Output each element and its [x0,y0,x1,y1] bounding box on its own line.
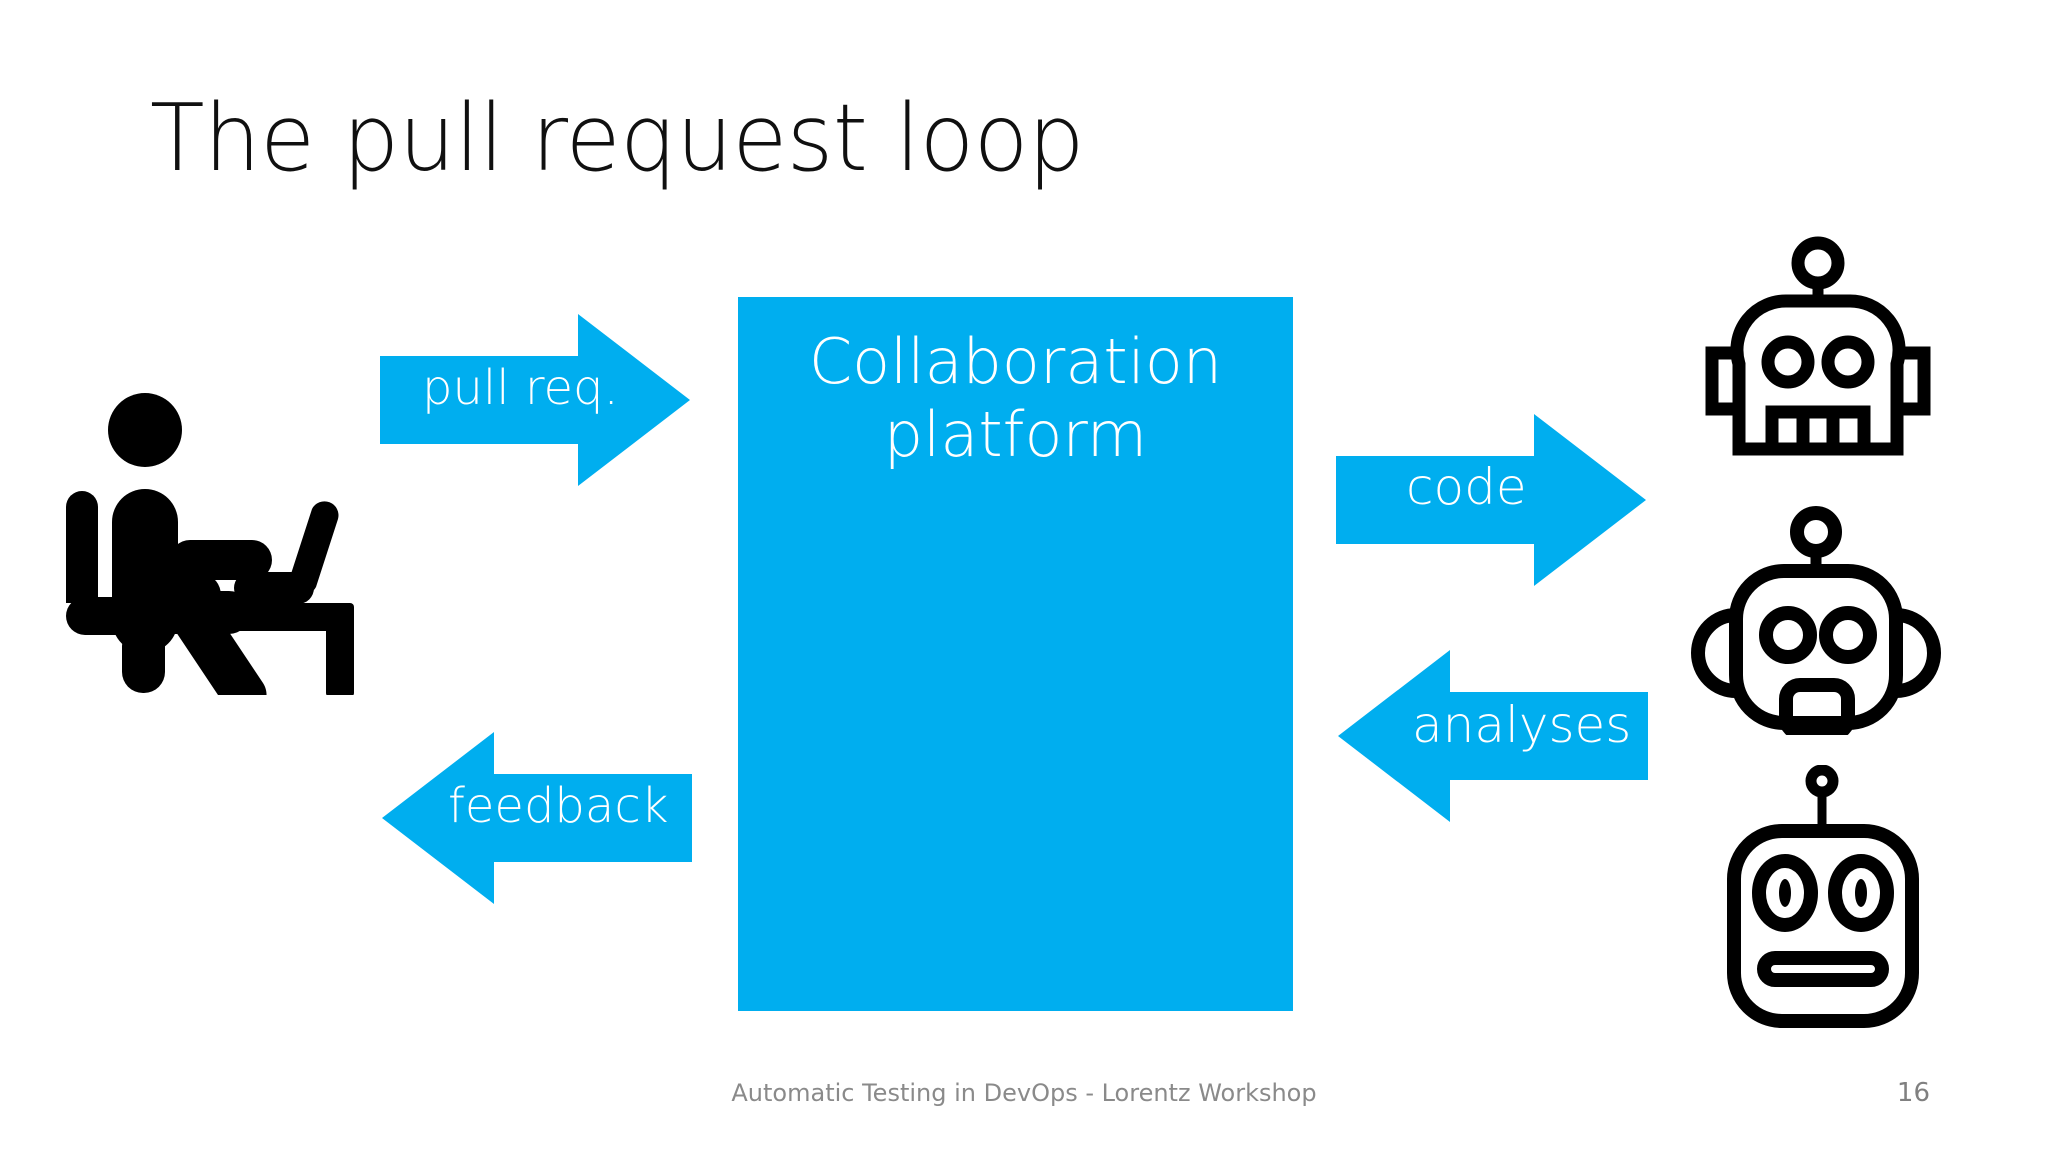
arrow-pull-request: pull req. [380,312,692,488]
collaboration-platform-box: Collaboration platform [738,297,1293,1011]
slide-page-number: 16 [1896,1078,1930,1108]
robot-head-teeth-icon [1700,235,1936,460]
arrow-analyses: analyses [1336,648,1648,824]
arrow-code: code [1336,412,1648,588]
arrow-feedback: feedback [380,730,692,906]
arrow-label-analyses: analyses [1412,696,1632,754]
collaboration-platform-label: Collaboration platform [808,325,1223,472]
person-at-laptop-icon [60,385,360,695]
arrow-label-pull-request: pull req. [422,360,619,416]
robot-head-flat-mouth-icon [1718,765,1928,1035]
arrow-label-code: code [1406,458,1527,516]
slide-footer: Automatic Testing in DevOps - Lorentz Wo… [731,1079,1317,1107]
arrow-label-feedback: feedback [448,778,669,834]
page-title: The pull request loop [150,84,1085,192]
robot-head-open-mouth-icon [1688,505,1944,735]
